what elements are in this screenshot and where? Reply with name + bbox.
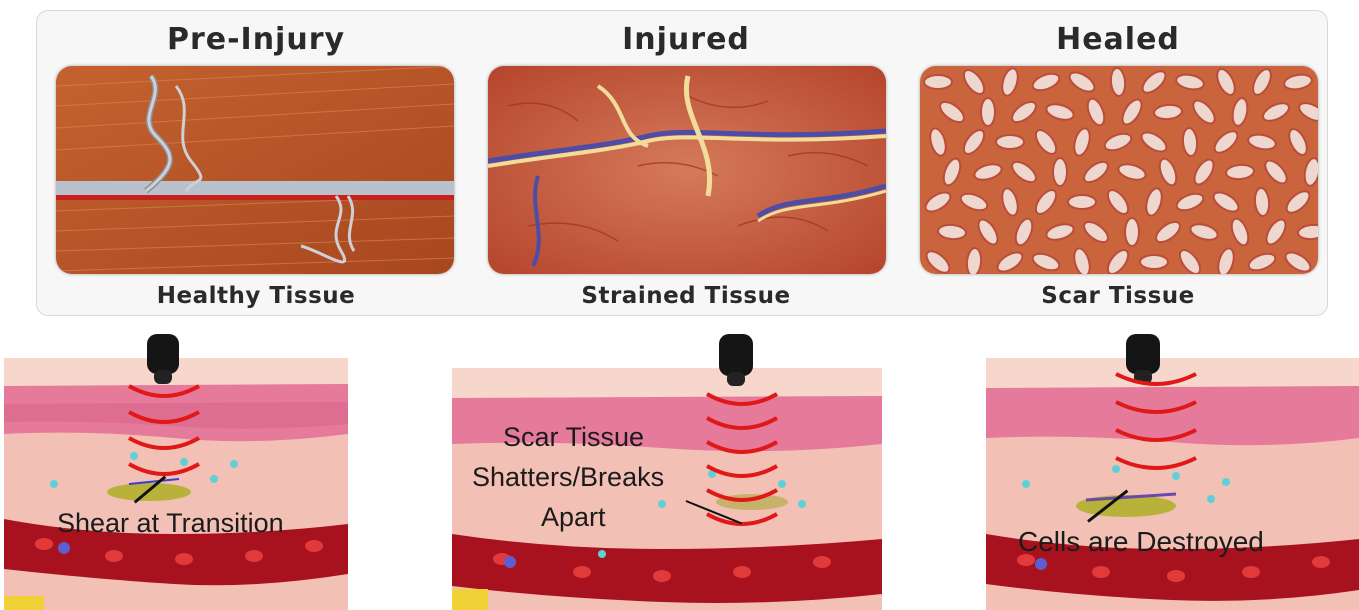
- treatment-panel-shear: [4, 334, 348, 610]
- stage-caption-strained: Strained Tissue: [486, 283, 886, 309]
- stage-heading-injured: Injured: [486, 22, 886, 57]
- label-shatters-breaks: Shatters/Breaks: [472, 460, 664, 494]
- stage-heading-healed: Healed: [918, 22, 1318, 57]
- stage-heading-pre-injury: Pre-Injury: [56, 22, 456, 57]
- label-shear-at-transition: Shear at Transition: [57, 506, 284, 540]
- strained-tissue-image: [488, 66, 886, 274]
- healthy-tissue-image: [56, 66, 454, 274]
- scar-tissue-image: [920, 66, 1318, 274]
- stage-caption-healthy: Healthy Tissue: [56, 283, 456, 309]
- treatment-panel-destroyed: [986, 334, 1359, 610]
- label-cells-are-destroyed: Cells are Destroyed: [1018, 525, 1264, 559]
- label-apart: Apart: [541, 500, 606, 534]
- stage-caption-scar: Scar Tissue: [918, 283, 1318, 309]
- label-scar-tissue: Scar Tissue: [503, 420, 644, 454]
